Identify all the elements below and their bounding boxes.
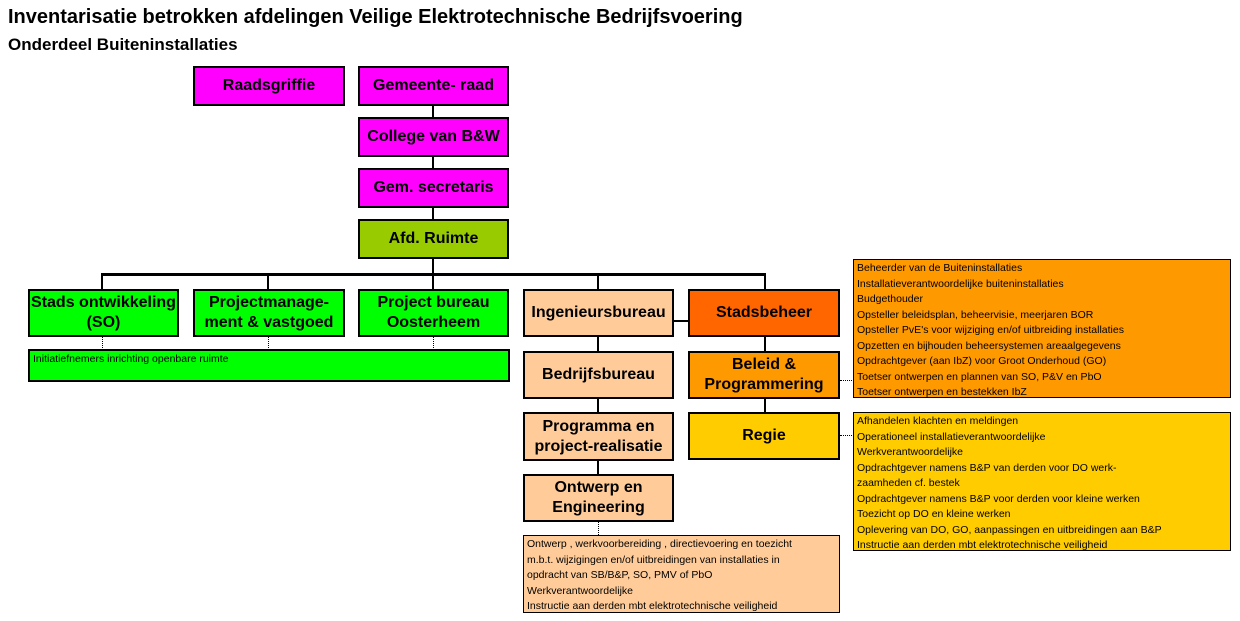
note-line: Operationeel installatieverantwoordelijk…	[857, 430, 1046, 443]
note-line: opdracht van SB/B&P, SO, PMV of PbO	[527, 569, 713, 581]
box-beleid-programmering: Beleid & Programmering	[688, 351, 840, 399]
box-label: Gemeente- raad	[373, 77, 494, 94]
box-stads-ontwikkeling: Stads ontwikkeling (SO)	[28, 289, 179, 337]
box-label: ment & vastgoed	[204, 314, 334, 331]
box-label: Bedrijfsbureau	[542, 366, 655, 383]
box-label: (SO)	[86, 314, 121, 331]
page-title: Inventarisatie betrokken afdelingen Veil…	[8, 6, 743, 28]
box-label: Projectmanage-	[208, 294, 330, 311]
note-beleid: Beheerder van de Buiteninstallaties Inst…	[853, 259, 1231, 398]
box-label: Stadsbeheer	[715, 304, 813, 321]
connector-line	[764, 398, 766, 413]
note-ontwerp: Ontwerp , werkvoorbereiding , directievo…	[523, 535, 840, 613]
connector-line	[597, 336, 599, 352]
box-label: project-realisatie	[534, 437, 663, 455]
dotted-connector	[840, 435, 854, 436]
box-label: Engineering	[552, 499, 645, 516]
box-regie: Regie	[688, 412, 840, 460]
page-subtitle: Onderdeel Buiteninstallaties	[8, 35, 238, 54]
connector-line	[597, 398, 599, 413]
box-label: Oosterheem	[386, 314, 481, 331]
note-line: Beheerder van de Buiteninstallaties	[857, 262, 1023, 274]
note-regie: Afhandelen klachten en meldingen Operati…	[853, 412, 1231, 551]
connector-line	[432, 273, 434, 290]
box-label: Programmering	[704, 376, 824, 393]
box-afd-ruimte: Afd. Ruimte	[358, 219, 509, 259]
connector-line	[432, 207, 434, 221]
dotted-connector	[102, 336, 103, 350]
note-line: Opdrachtgever namens B&P van derden voor…	[857, 461, 1117, 474]
note-line: Toetser ontwerpen en plannen van SO, P&V…	[857, 370, 1102, 383]
box-gemeenteraad: Gemeente- raad	[358, 66, 509, 106]
note-line: Werkverantwoordelijke	[527, 584, 634, 597]
box-college: College van B&W	[358, 117, 509, 157]
connector-line	[673, 320, 689, 322]
note-line: Afhandelen klachten en meldingen	[857, 415, 1019, 427]
note-initiatiefnemers: Initiatiefnemers inrichting openbare rui…	[28, 349, 510, 382]
note-line: Ontwerp , werkvoorbereiding , directievo…	[527, 538, 792, 550]
note-line: Opzetten en bijhouden beheersystemen are…	[857, 339, 1121, 352]
note-line: Initiatiefnemers inrichting openbare rui…	[33, 353, 229, 365]
connector-line	[597, 460, 599, 475]
dotted-connector	[840, 380, 854, 381]
note-line: Opsteller beleidsplan, beheervisie, meer…	[857, 308, 1094, 321]
dotted-connector	[598, 521, 599, 535]
box-label: Raadsgriffie	[222, 77, 316, 94]
box-label: Regie	[742, 427, 786, 444]
note-line: Opdrachtgever (aan IbZ) voor Groot Onder…	[857, 355, 1107, 367]
box-label: Ontwerp en	[554, 479, 643, 496]
box-ingenieursbureau: Ingenieursbureau	[523, 289, 674, 337]
box-secretaris: Gem. secretaris	[358, 168, 509, 208]
connector-line	[101, 273, 103, 290]
note-line: Oplevering van DO, GO, aanpassingen en u…	[857, 523, 1162, 536]
note-line: m.b.t. wijzigingen en/of uitbreidingen v…	[527, 553, 780, 566]
box-label: College van B&W	[367, 128, 500, 145]
box-ontwerp: Ontwerp en Engineering	[523, 474, 674, 522]
note-line: Instructie aan derden mbt elektrotechnis…	[527, 600, 778, 612]
box-bedrijfsbureau: Bedrijfsbureau	[523, 351, 674, 399]
connector-line	[432, 156, 434, 170]
note-line: Installatieverantwoordelijke buiteninsta…	[857, 277, 1064, 290]
note-line: Opsteller PvE's voor wijziging en/of uit…	[857, 324, 1124, 336]
note-line: Werkverantwoordelijke	[857, 446, 964, 458]
box-stadsbeheer: Stadsbeheer	[688, 289, 840, 337]
box-label: Programma en	[542, 417, 655, 435]
box-label: Ingenieursbureau	[531, 304, 666, 321]
note-line: Instructie aan derden mbt elektrotechnis…	[857, 539, 1108, 551]
box-programma: Programma en project-realisatie	[523, 412, 674, 461]
note-line: Toezicht op DO en kleine werken	[857, 508, 1011, 520]
box-label: Gem. secretaris	[373, 179, 494, 196]
connector-line	[432, 258, 434, 275]
box-raadsgriffie: Raadsgriffie	[193, 66, 345, 106]
box-label: Project bureau	[377, 294, 490, 311]
dotted-connector	[433, 336, 434, 350]
box-label: Beleid &	[731, 356, 796, 373]
box-label: Afd. Ruimte	[388, 230, 479, 247]
connector-line	[432, 105, 434, 119]
connector-line	[267, 273, 269, 290]
note-line: zaamheden cf. bestek	[857, 477, 960, 489]
dotted-connector	[268, 336, 269, 350]
connector-line	[597, 273, 599, 290]
box-label: Stads ontwikkeling	[31, 294, 176, 311]
box-projectmanagement: Projectmanage-ment & vastgoed	[193, 289, 345, 337]
note-line: Budgethouder	[857, 293, 923, 305]
connector-line	[764, 336, 766, 352]
note-line: Toetser ontwerpen en bestekken IbZ	[857, 386, 1027, 398]
connector-line	[764, 273, 766, 290]
note-line: Opdrachtgever namens B&P voor derden voo…	[857, 492, 1140, 505]
